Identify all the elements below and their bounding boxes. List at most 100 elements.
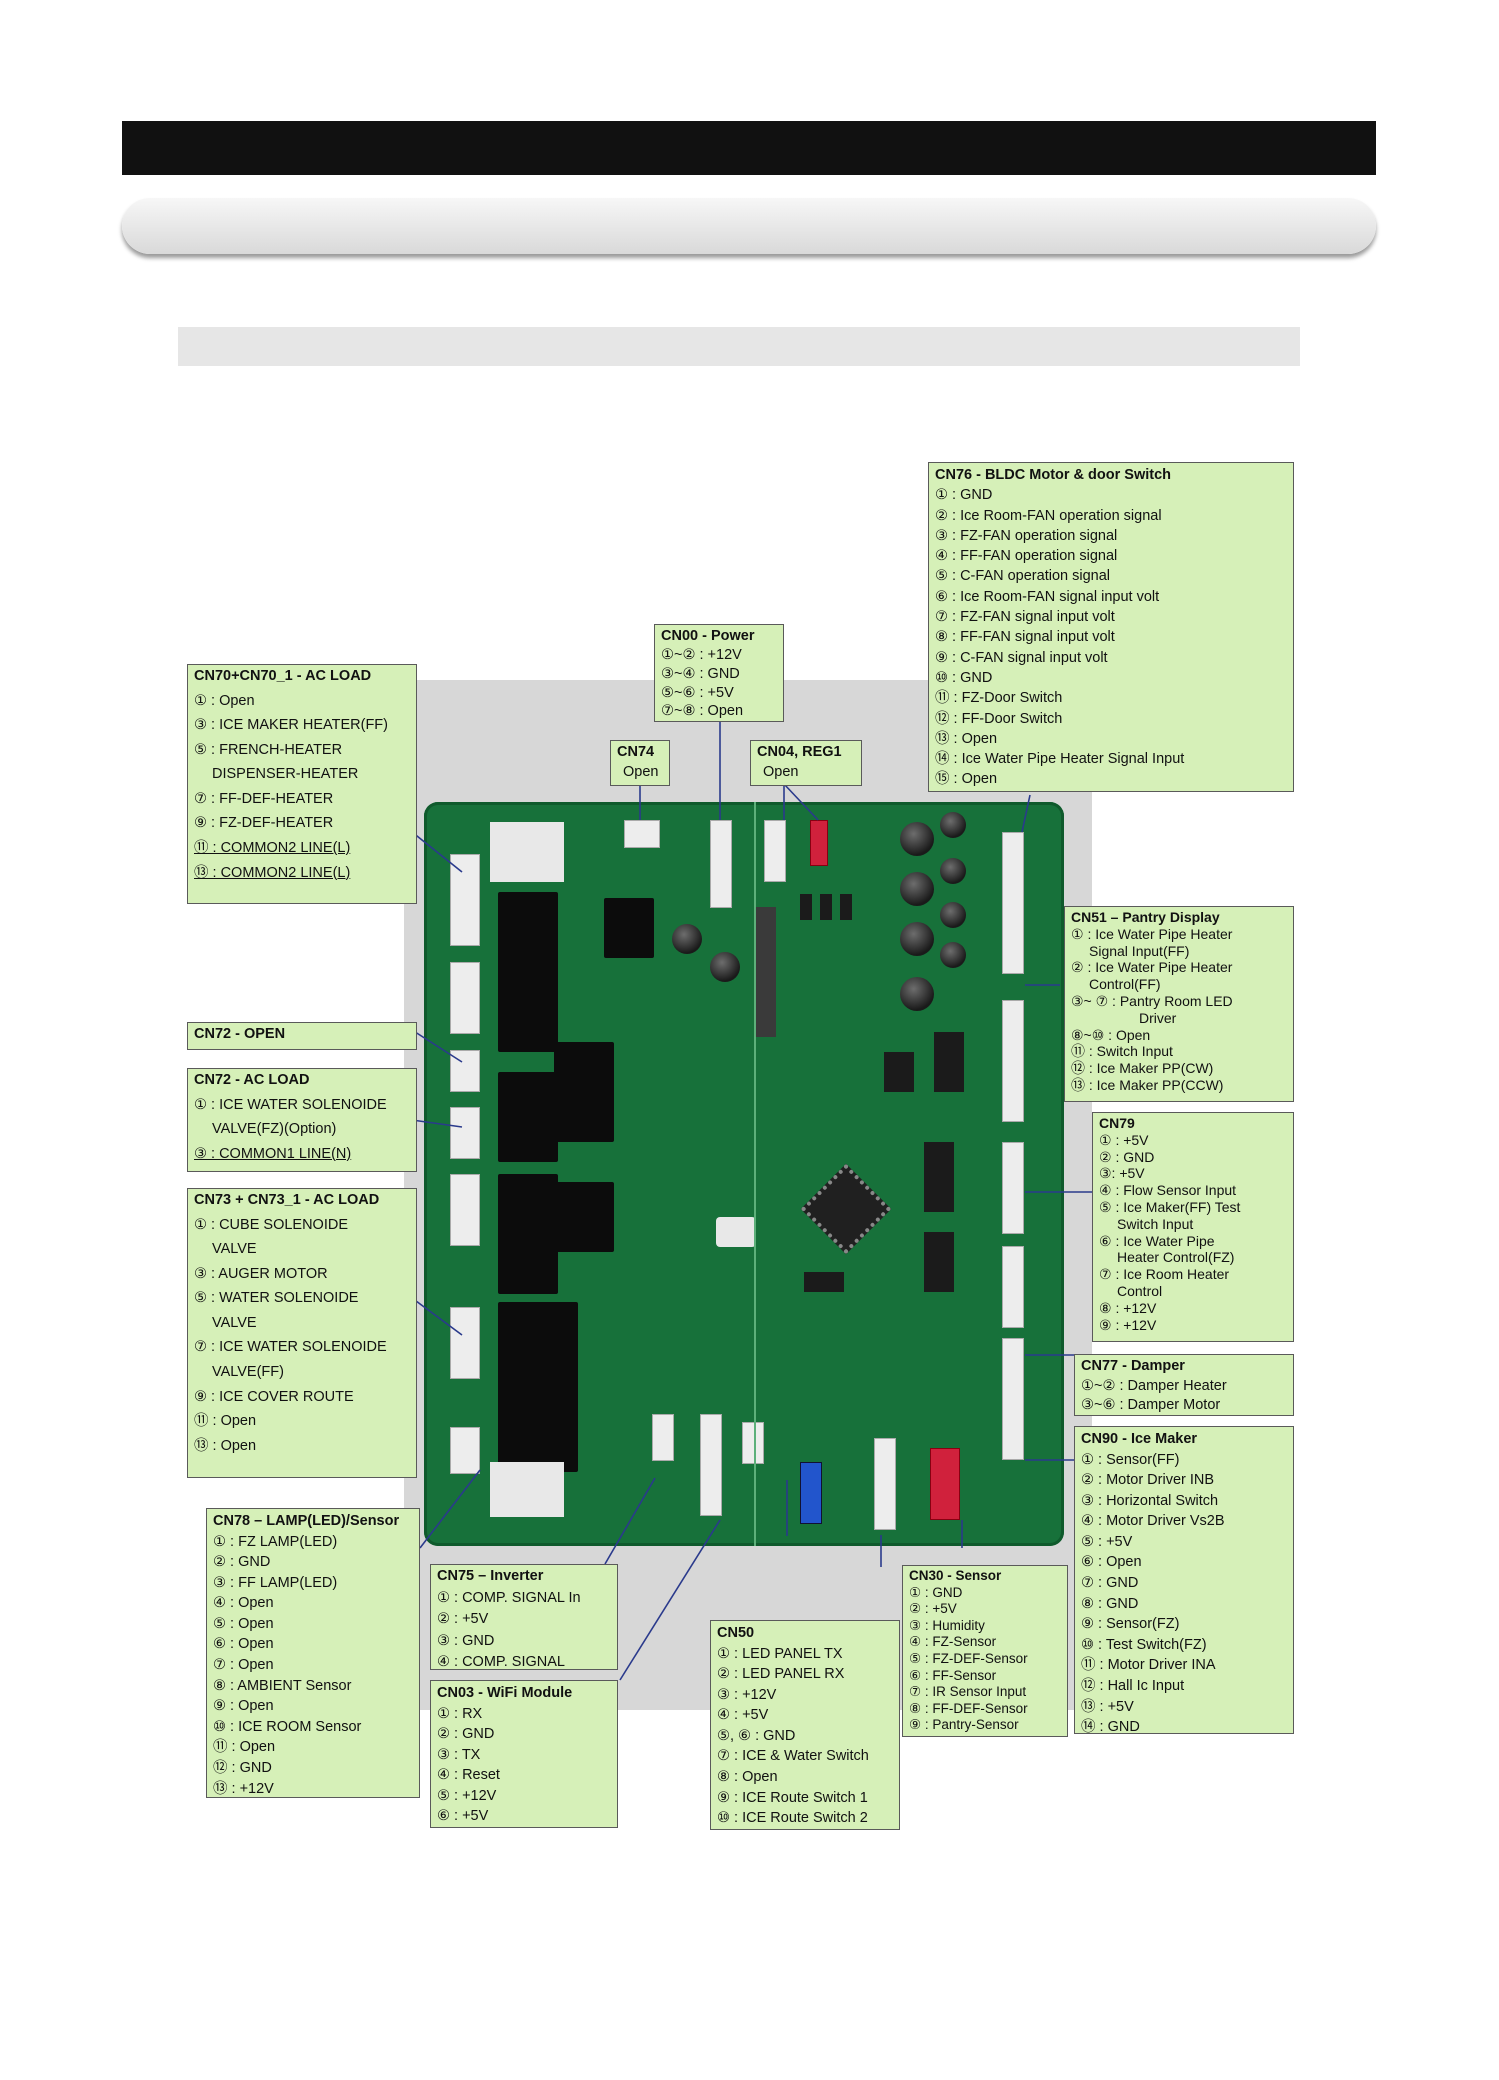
regulator: [820, 894, 832, 920]
callout-row: ③~ ⑦ : Pantry Room LED: [1071, 992, 1233, 1009]
callout-row: ⑤~⑥ : +5V: [661, 684, 734, 701]
callout-cn72-ac: CN72 - AC LOAD ① : ICE WATER SOLENOIDE V…: [187, 1068, 417, 1172]
callout-row: ⑧ : FF-DEF-Sensor: [909, 1700, 1028, 1716]
callout-row: ③~④ : GND: [661, 665, 740, 682]
ic-chip: [924, 1142, 954, 1212]
callout-row: DISPENSER-HEATER: [212, 766, 359, 783]
callout-row: ② : +5V: [909, 1601, 957, 1617]
callout-cn78: CN78 – LAMP(LED)/Sensor ① : FZ LAMP(LED)…: [206, 1508, 420, 1798]
connector-cn70-1: [450, 962, 480, 1034]
callout-title: CN04, REG1: [757, 744, 842, 760]
callout-row: ③ : FZ-FAN operation signal: [935, 527, 1118, 544]
callout-row: ② : Ice Room-FAN operation signal: [935, 507, 1162, 524]
connector-cn03: [700, 1414, 722, 1516]
connector-cn30-red: [930, 1448, 960, 1520]
relay-bottom: [490, 1462, 564, 1517]
connector-cn50: [800, 1462, 822, 1524]
callout-row: ③ : GND: [437, 1632, 495, 1649]
connector-cn75: [652, 1414, 674, 1461]
callout-row: ⑤ : C-FAN operation signal: [935, 568, 1110, 585]
callout-title: CN70+CN70_1 - AC LOAD: [194, 668, 372, 684]
callout-row: ⑤ : +12V: [437, 1787, 497, 1804]
callout-row: ④ : +5V: [717, 1707, 769, 1724]
capacitor: [900, 822, 934, 856]
callout-row: ⑨ : Open: [213, 1698, 274, 1715]
callout-row: ④ : FF-FAN operation signal: [935, 548, 1118, 565]
callout-title: CN79: [1099, 1115, 1135, 1131]
callout-title: CN03 - WiFi Module: [437, 1685, 573, 1701]
callout-row: Control(FF): [1089, 976, 1161, 993]
connector-cn73: [450, 1174, 480, 1246]
callout-row: ⑥ : Ice Room-FAN signal input volt: [935, 588, 1160, 605]
callout-row: ⑦ : ICE & Water Switch: [717, 1748, 869, 1765]
callout-row: Driver: [1139, 1009, 1177, 1026]
callout-row: ③ : FF LAMP(LED): [213, 1574, 338, 1591]
callout-row: Signal Input(FF): [1089, 942, 1190, 959]
callout-row: Open: [623, 763, 659, 780]
ic-chip: [934, 1032, 964, 1092]
callout-row: VALVE: [212, 1314, 257, 1331]
callout-title: CN72 - OPEN: [194, 1026, 286, 1042]
callout-row: ⑬ : Ice Maker PP(CCW): [1071, 1076, 1224, 1093]
callout-row: ⑧ : +12V: [1099, 1299, 1157, 1316]
relay: [498, 1302, 578, 1472]
callout-cn76: CN76 - BLDC Motor & door Switch ① : GND …: [928, 462, 1294, 792]
callout-row: ② : GND: [437, 1726, 495, 1743]
callout-row: ① : Ice Water Pipe Heater: [1071, 925, 1233, 942]
callout-row: ① : GND: [909, 1584, 963, 1600]
callout-row: ⑤ : +5V: [1081, 1533, 1133, 1550]
callout-title: CN77 - Damper: [1081, 1358, 1185, 1374]
callout-row: ① : Open: [194, 692, 255, 709]
callout-row: ⑧ : GND: [1081, 1595, 1139, 1612]
callout-title: CN50: [717, 1625, 755, 1641]
callout-cn50: CN50 ① : LED PANEL TX ② : LED PANEL RX ③…: [710, 1620, 900, 1830]
callout-title: CN51 – Pantry Display: [1071, 909, 1220, 925]
connector-cn70: [450, 854, 480, 946]
callout-row: ② : GND: [1099, 1148, 1155, 1165]
callout-row: ④ : Reset: [437, 1767, 500, 1784]
callout-row: ⑦ : Open: [213, 1657, 274, 1674]
connector-cn78: [450, 1427, 480, 1474]
connector-cn90: [1002, 1338, 1024, 1460]
callout-row: VALVE(FZ)(Option): [212, 1121, 337, 1138]
capacitor: [940, 858, 966, 884]
callout-row: ⑫ : Hall Ic Input: [1081, 1677, 1185, 1694]
callout-title: CN76 - BLDC Motor & door Switch: [935, 467, 1172, 483]
callout-cn03: CN03 - WiFi Module ① : RX ② : GND ③ : TX…: [430, 1680, 618, 1828]
callout-row: VALVE(FF): [212, 1363, 284, 1380]
callout-cn51: CN51 – Pantry Display ① : Ice Water Pipe…: [1064, 906, 1294, 1102]
callout-row: ⑨ : C-FAN signal input volt: [935, 649, 1108, 666]
connector-reg1: [810, 820, 828, 866]
relay: [554, 1182, 614, 1252]
relay: [498, 1072, 558, 1162]
callout-cn90: CN90 - Ice Maker ① : Sensor(FF) ② : Moto…: [1074, 1426, 1294, 1735]
callout-row: VALVE: [212, 1241, 257, 1258]
callout-row: ⑩ : ICE ROOM Sensor: [213, 1718, 362, 1735]
ic-chip: [884, 1052, 914, 1092]
callout-row: ⑨ : Pantry-Sensor: [909, 1717, 1019, 1733]
callout-row: ⑫ : FF-Door Switch: [935, 710, 1063, 727]
callout-row: ① : FZ LAMP(LED): [213, 1533, 338, 1550]
callout-title: CN74: [617, 744, 655, 760]
callout-row: ⑥ : Ice Water Pipe: [1099, 1232, 1215, 1249]
connector-cn00: [710, 820, 732, 908]
callout-row: ⑦~⑧ : Open: [661, 703, 744, 720]
callout-row: ③ : Humidity: [909, 1617, 985, 1633]
callout-row: ⑪ : Motor Driver INA: [1081, 1657, 1216, 1674]
callout-cn77: CN77 - Damper ①~② : Damper Heater ③~⑥ : …: [1074, 1354, 1294, 1416]
regulator: [840, 894, 852, 920]
connector-cn73-1: [450, 1307, 480, 1379]
callout-row: ⑤, ⑥ : GND: [717, 1727, 796, 1744]
callout-row: ⑪ : Switch Input: [1071, 1043, 1173, 1060]
callout-row: ⑩ : ICE Route Switch 2: [717, 1810, 868, 1827]
callout-row: ⑮ : Open: [935, 771, 998, 788]
relay: [498, 1174, 558, 1294]
callout-row: ⑧ : AMBIENT Sensor: [213, 1677, 352, 1694]
section-bar: [178, 327, 1300, 366]
callout-row: ⑤ : Ice Maker(FF) Test: [1099, 1198, 1241, 1215]
relay: [554, 1042, 614, 1142]
callout-row: ⑤ : WATER SOLENOIDE: [194, 1290, 359, 1307]
heatsink: [754, 907, 776, 1037]
callout-row: ⑨ : ICE COVER ROUTE: [194, 1388, 354, 1405]
